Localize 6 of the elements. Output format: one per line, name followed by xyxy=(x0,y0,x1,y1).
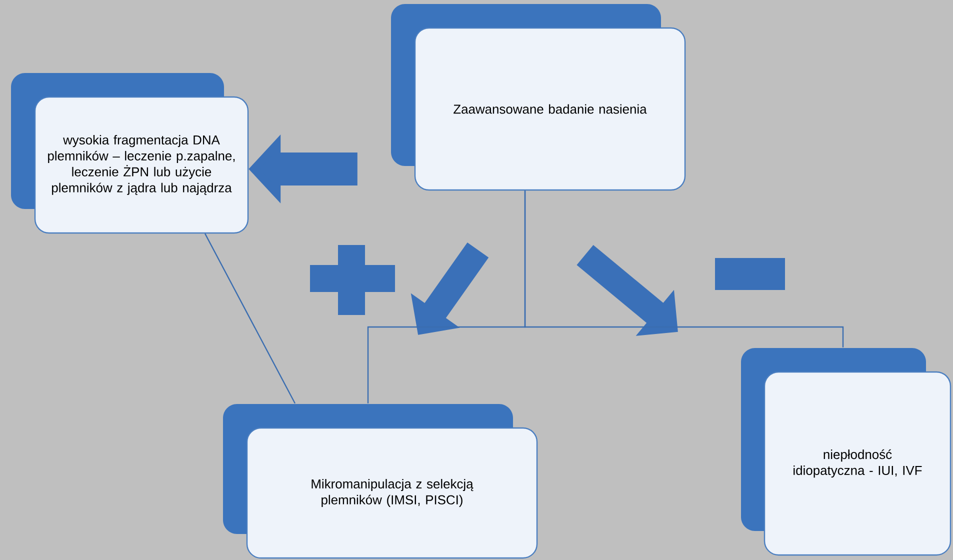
process-box: Mikromanipulacja z selekcją plemników (IMSI, PISCI) xyxy=(223,404,538,559)
connector-line xyxy=(204,233,296,404)
process-box: Zaawansowane badanie nasienia xyxy=(391,4,686,191)
connector-line xyxy=(524,190,844,348)
process-box: wysokia fragmentacja DNA plemników – leczenie p.zapalne, leczenie ŻPN lub użycie plemników z jądra lub najądrza xyxy=(11,73,249,234)
process-box: niepłodność idiopatyczna - IUI, IVF xyxy=(741,348,952,556)
